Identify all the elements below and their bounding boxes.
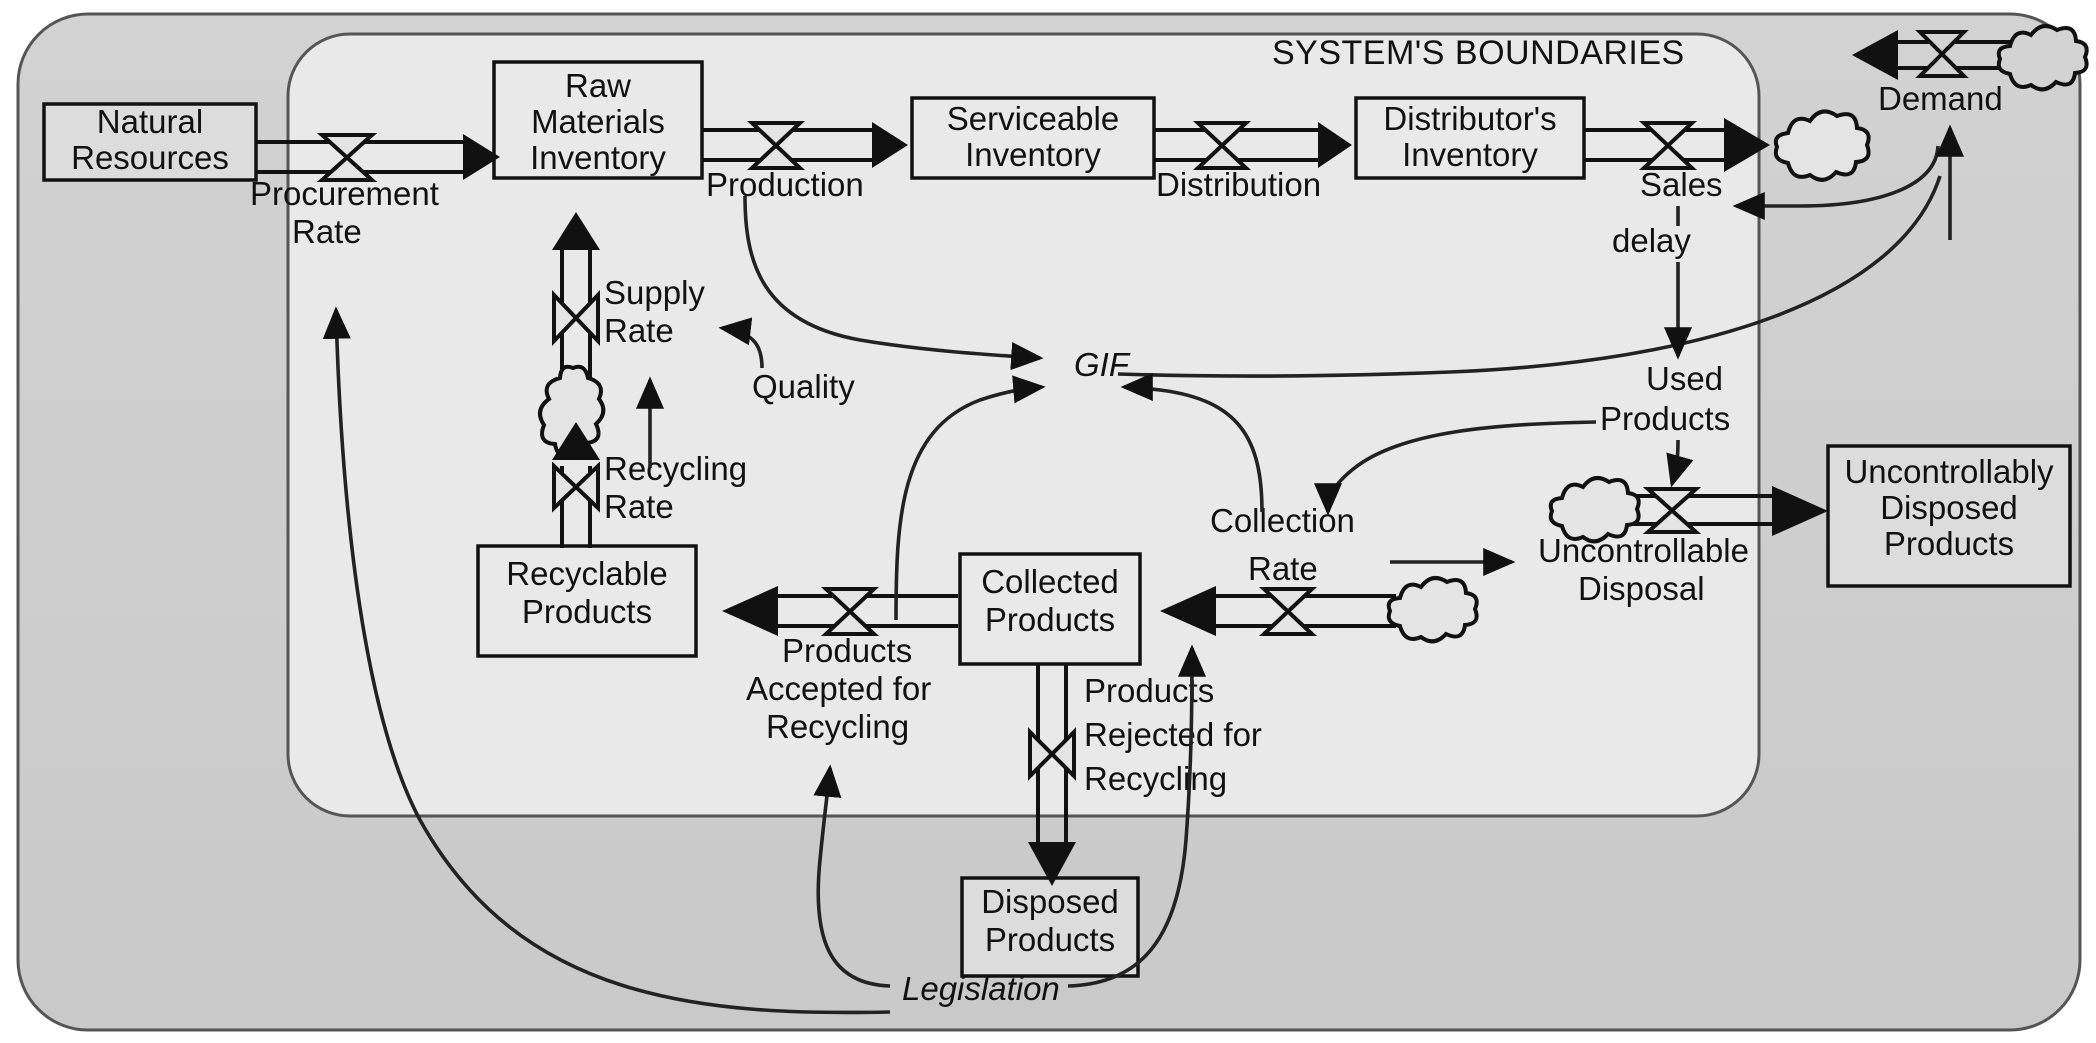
cloud-icon [1773,109,1871,182]
cloud-icon [1386,576,1479,644]
flow-products-accepted-for-recycling: Products Accepted for Recycling [722,586,958,745]
stock-label: Uncontrollably [1844,453,2054,490]
flow-label: Rate [1248,550,1318,587]
flow-label: Rate [604,312,674,349]
flow-label: Recycling [766,708,909,745]
stock-disposed-products: Disposed Products [960,876,1140,978]
flow-label: Supply [604,274,705,311]
aux-gif-label: GIF [1074,346,1131,383]
link-production-to-gif [743,195,1044,371]
link-recycling-feedback-to-gif [894,375,1046,621]
link-legislation-to-collection-rate [1067,644,1207,988]
stock-label: Raw [565,67,631,104]
flow-label: Demand [1878,80,2003,117]
stock-label: Disposed [981,883,1119,920]
valve-icon [1192,121,1252,170]
stock-label: Inventory [530,139,666,176]
flow-label: Uncontrollable [1538,532,1749,569]
valve-icon [1258,587,1318,636]
flow-label: Disposal [1578,570,1705,607]
flow-label: Rate [604,488,674,525]
flow-label: Recycling [604,450,747,487]
stock-collected-products: Collected Products [958,552,1142,666]
flow-label: Rejected for [1084,716,1262,753]
valve-icon [1915,30,1969,78]
link-used-products-to-collection-rate [1313,420,1597,516]
link-quality-to-supply-rate [718,317,764,369]
flow-label: Rate [292,213,362,250]
stock-uncontrollably-disposed-products: Uncontrollably Disposed Products [1826,444,2072,588]
stock-label: Recyclable [506,555,667,592]
stock-label: Inventory [965,136,1101,173]
flow-demand: Demand [1852,24,2089,117]
link-legislation-to-accepted-for-recycling [813,764,891,988]
flow-label: Procurement [250,175,439,212]
flow-label: Production [706,166,864,203]
flow-label: Sales [1640,166,1723,203]
stock-label: Products [985,601,1115,638]
flow-label: Collection [1210,502,1355,539]
stock-distributors-inventory: Distributor's Inventory [1354,96,1586,180]
valve-icon [552,461,600,513]
cloud-icon [1996,24,2089,92]
aux-quality-label: Quality [752,368,855,405]
stock-serviceable-inventory: Serviceable Inventory [910,96,1156,180]
stock-label: Collected [981,563,1119,600]
aux-used-products-label: Products [1600,400,1730,437]
flow-uncontrollable-disposal: Uncontrollable Disposal [1538,476,1828,607]
valve-icon [1028,727,1076,781]
stock-label: Materials [531,103,665,140]
valve-icon [1642,487,1702,534]
valve-icon [552,290,600,346]
stock-recyclable-products: Recyclable Products [476,544,698,658]
link-demand-to-gif [1117,175,1942,378]
aux-legislation-label: Legislation [902,970,1060,1007]
stock-label: Serviceable [947,100,1119,137]
link-demand-to-sales [1732,145,1940,221]
aux-delay-label: delay [1612,222,1691,259]
stock-label: Products [1884,525,2014,562]
stock-label: Inventory [1402,136,1538,173]
stock-label: Products [522,593,652,630]
stock-label: Disposed [1880,489,2018,526]
flow-label: Products [782,632,912,669]
valve-icon [746,121,806,170]
stock-natural-resources: Natural Resources [42,102,258,182]
flow-recycling-rate: Recycling Rate [552,422,747,548]
flow-products-rejected-for-recycling: Products Rejected for Recycling [1028,664,1262,886]
valve-icon [316,133,378,182]
flow-supply-rate: Supply Rate [538,212,705,457]
stock-label: Resources [71,139,229,176]
aux-used-products-label: Used [1646,360,1723,397]
stock-label: Natural [97,103,203,140]
stock-label: Distributor's [1383,100,1556,137]
flow-production: Production [702,121,908,203]
flow-label: Accepted for [746,670,931,707]
link-used-products-to-uncontrollable-disposal [1666,439,1694,488]
cloud-icon [1548,476,1641,544]
flow-procurement-rate: Procurement Rate [250,133,500,250]
flow-sales: Sales [1584,109,1871,203]
link-legislation-to-procurement-rate [322,306,891,1015]
flow-label: Recycling [1084,760,1227,797]
valve-icon [1638,121,1698,170]
stock-raw-materials-inventory: Raw Materials Inventory [492,60,704,180]
flow-distribution: Distribution [1154,121,1352,203]
flow-label: Products [1084,672,1214,709]
stock-label: Products [985,921,1115,958]
system-boundary-title: SYSTEM'S BOUNDARIES [1272,34,1685,72]
valve-icon [820,587,880,636]
link-collection-rate-to-gif [1120,372,1264,513]
flow-label: Distribution [1156,166,1321,203]
